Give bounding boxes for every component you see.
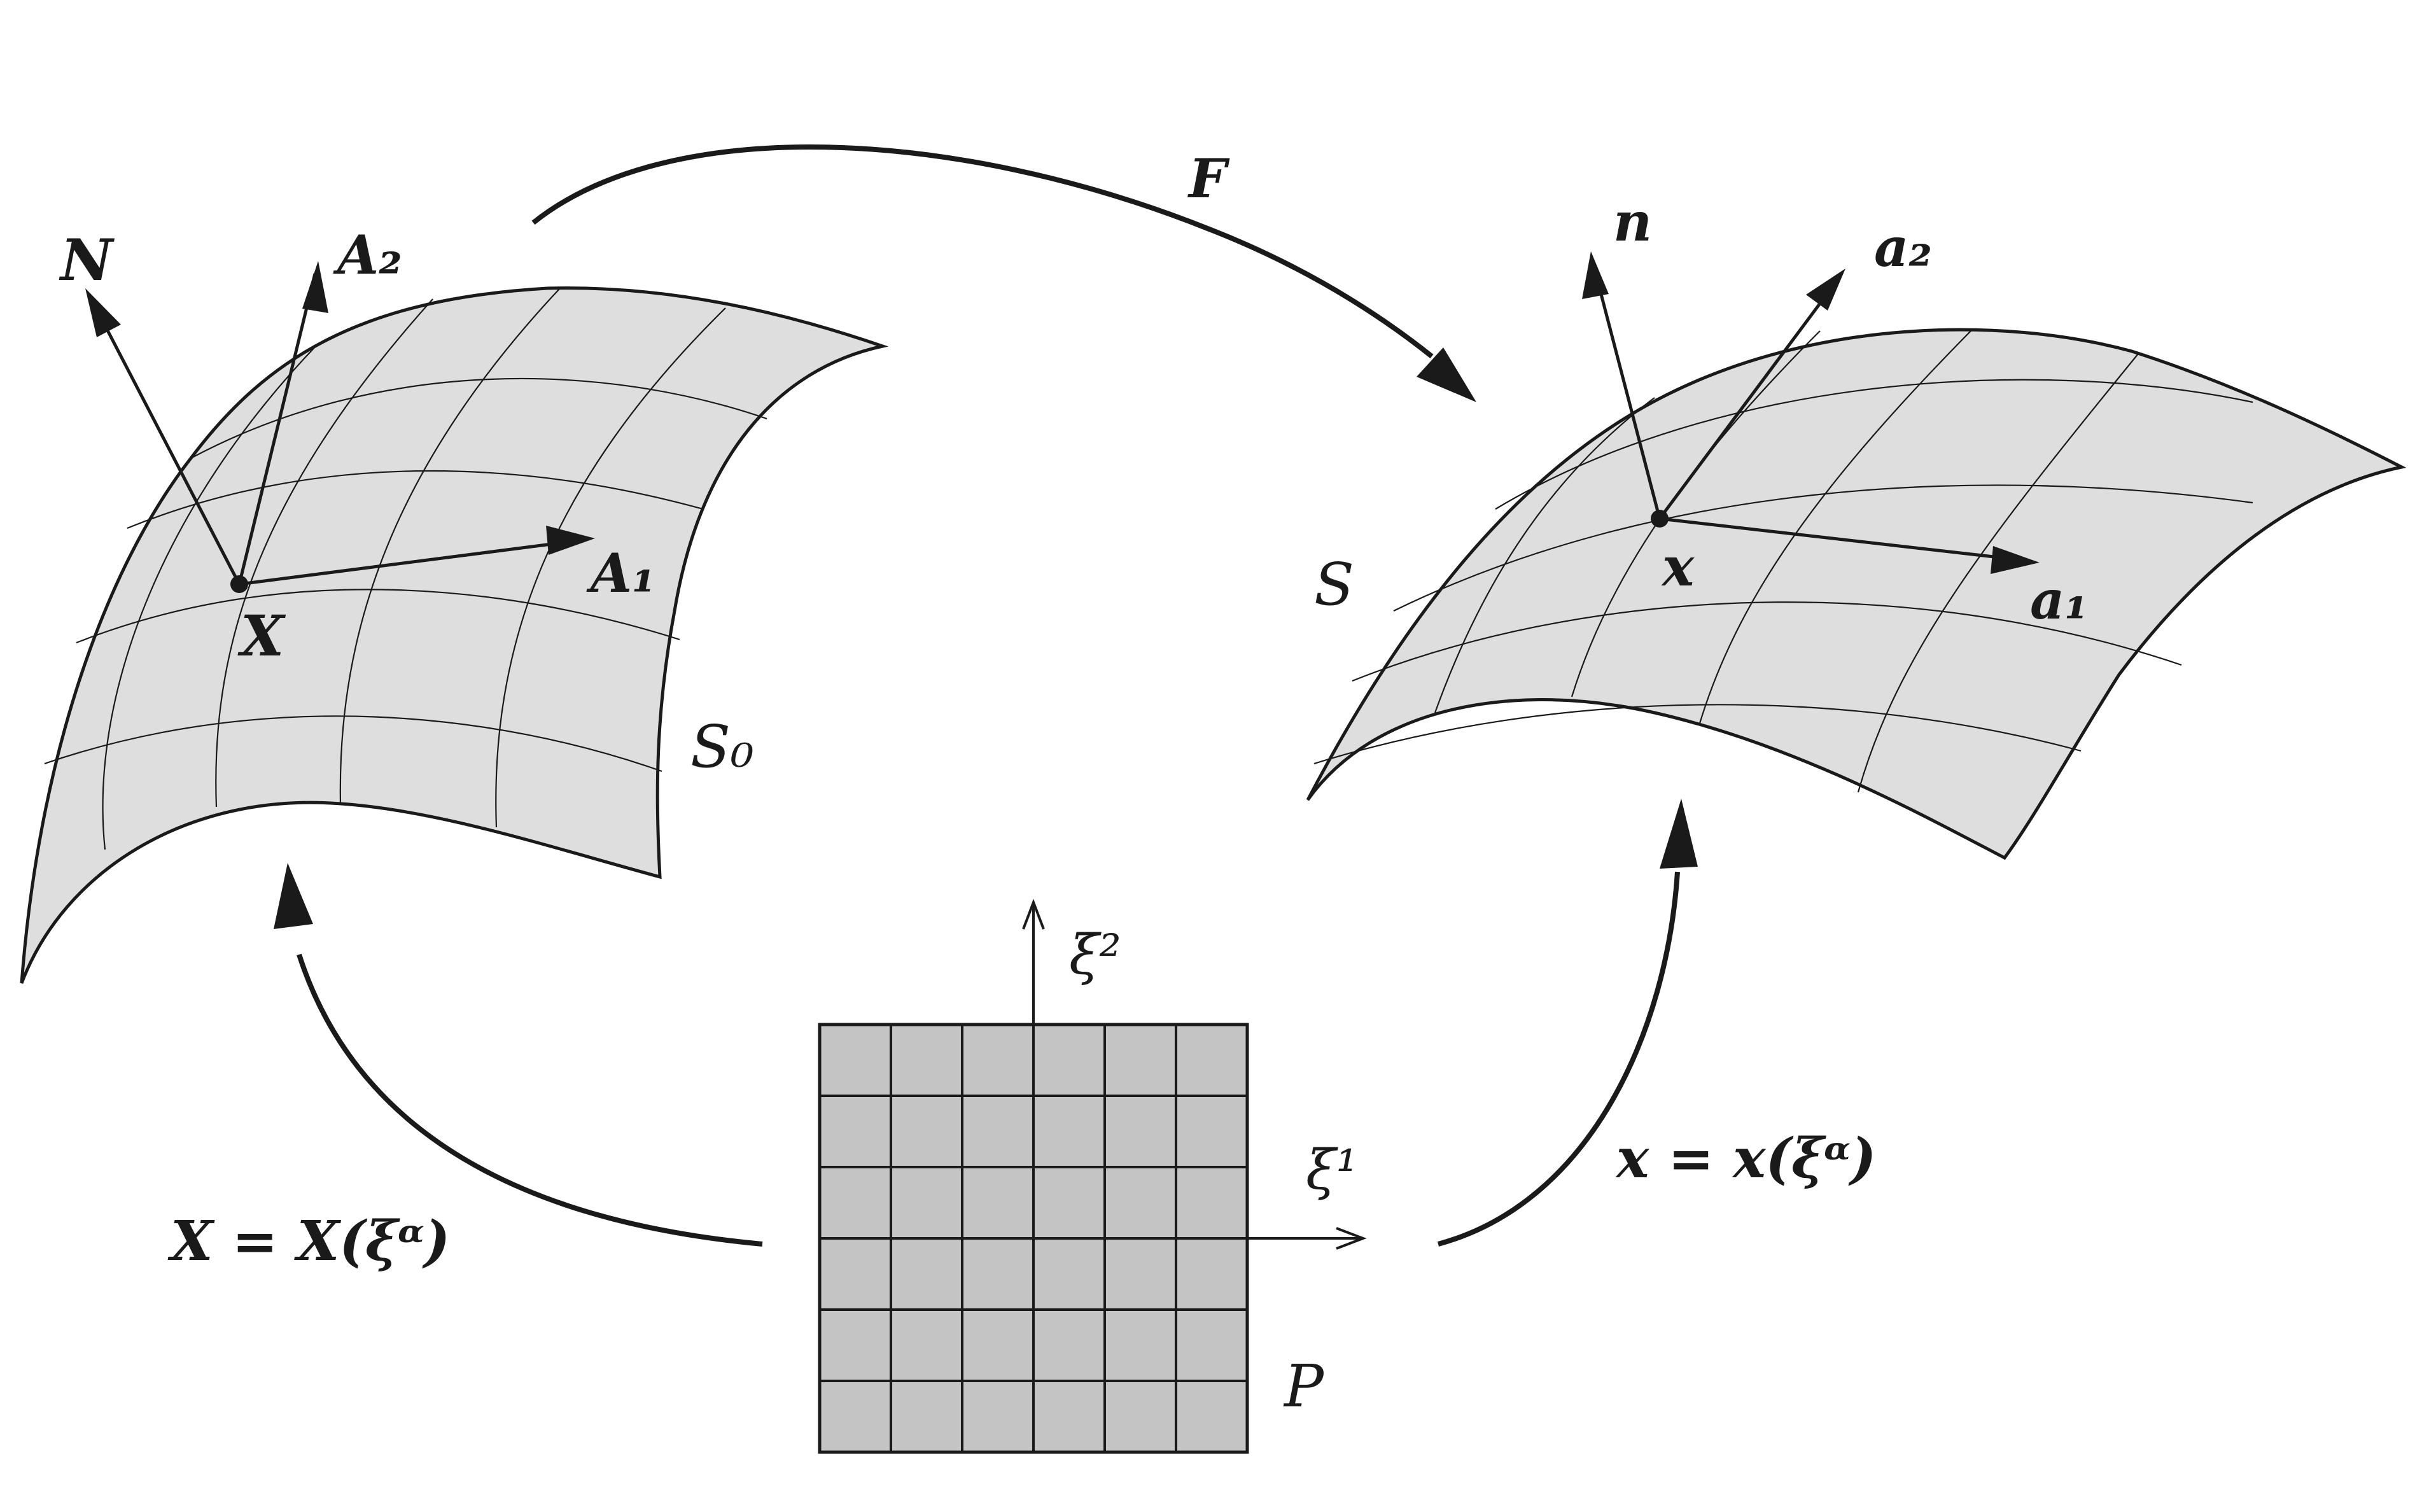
tangent-a1-arrow (1659, 517, 2012, 561)
label-X: X (237, 603, 286, 669)
label-x: x (1661, 535, 1695, 598)
tangent-a2-arrowhead (1806, 269, 1845, 311)
label-S: S (1314, 550, 1354, 619)
label-xi2: ξ² (1069, 923, 1121, 987)
tangent-A1-arrowhead (546, 526, 595, 555)
normal-N-arrowhead (85, 288, 121, 337)
current-map-arrow (1437, 871, 1680, 1247)
label-a1: a₁ (2030, 568, 2088, 631)
tangent-a2-arrow (1658, 285, 1835, 520)
reference-point-X (230, 575, 248, 593)
reference-map-arrowhead (274, 863, 313, 929)
label-S0: S₀ (690, 713, 754, 781)
current-point-x (1651, 510, 1669, 528)
current-surface-patch (1306, 328, 2407, 860)
normal-n-arrow (1592, 267, 1662, 519)
current-vectors (1582, 251, 2040, 574)
label-N: N (59, 227, 115, 294)
reference-surface-patch (20, 286, 889, 984)
deformation-map-arrow (531, 144, 1434, 359)
deformation-map-arrowhead (1417, 347, 1476, 402)
mapping-label-F: F (1187, 147, 1230, 210)
label-A2: A₂ (333, 223, 402, 286)
current-surface (1306, 328, 2407, 860)
tangent-A2-arrow (237, 273, 317, 585)
reference-map-arrow (297, 953, 763, 1247)
parameter-domain (818, 899, 1367, 1454)
mapping-arrows (274, 144, 1698, 1247)
labels: F N A₂ A₁ X S₀ n a₂ a₁ x S ξ² ξ¹ P X = X… (59, 147, 2088, 1420)
normal-N-arrow (90, 300, 241, 585)
reference-vectors (85, 261, 595, 593)
label-a2: a₂ (1874, 216, 1932, 279)
normal-n-arrowhead (1582, 251, 1609, 299)
current-map-arrowhead (1660, 799, 1698, 869)
tangent-A1-arrow (239, 540, 567, 586)
reference-surface-grid (44, 288, 767, 850)
label-P: P (1283, 1352, 1325, 1420)
label-n: n (1613, 190, 1652, 253)
label-xi1: ξ¹ (1306, 1138, 1358, 1202)
label-A1: A₁ (586, 542, 655, 605)
parameter-axes (1022, 899, 1367, 1250)
tangent-a1-arrowhead (1991, 546, 2040, 574)
reference-map-formula: X = X(ξᵅ) (167, 1209, 450, 1273)
reference-surface (20, 286, 889, 984)
tangent-A2-arrowhead (302, 261, 328, 313)
current-map-formula: x = x(ξᵅ) (1615, 1126, 1876, 1191)
